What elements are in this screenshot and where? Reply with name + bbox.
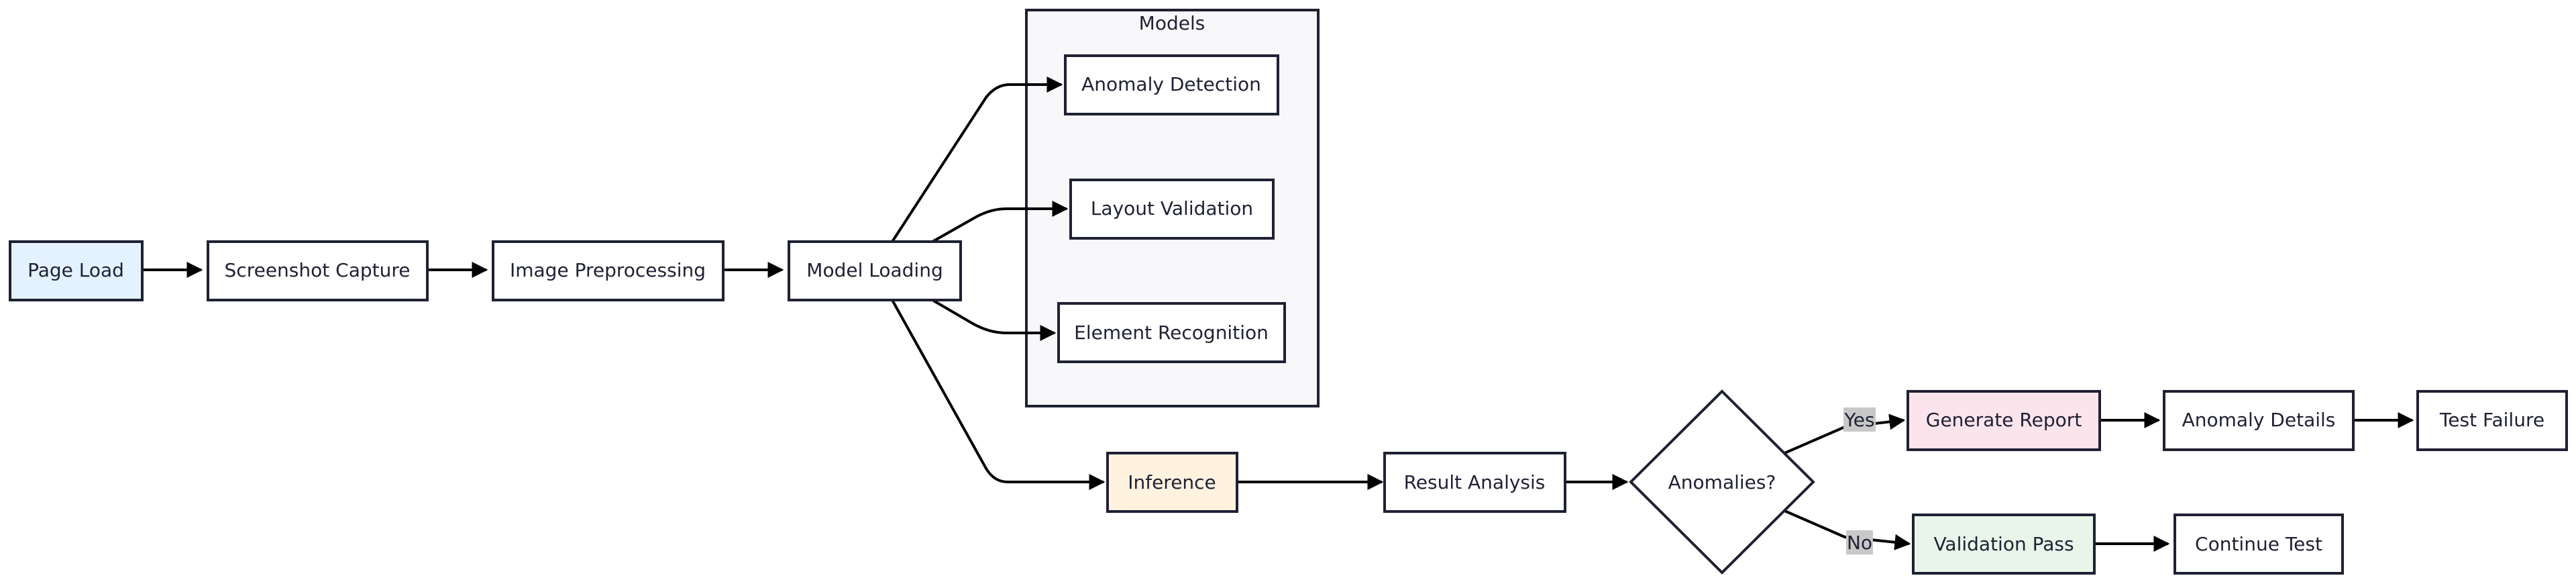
node-anomalies-decision-label: Anomalies? — [1668, 471, 1776, 493]
node-page-load[interactable]: Page Load — [9, 240, 144, 301]
edge-model-loading-to-layout-validation — [932, 201, 1069, 243]
node-validation-pass-label: Validation Pass — [1933, 533, 2074, 555]
node-anomaly-details[interactable]: Anomaly Details — [2163, 390, 2355, 451]
edge-label-no-text: No — [1847, 532, 1872, 554]
edges — [142, 77, 2414, 552]
edge-label-yes: Yes — [1843, 407, 1876, 432]
node-test-failure-label: Test Failure — [2439, 409, 2544, 431]
node-screenshot-capture[interactable]: Screenshot Capture — [207, 240, 429, 301]
node-generate-report-box — [1907, 390, 2101, 451]
node-anomalies-decision[interactable]: Anomalies? — [1629, 389, 1815, 575]
edge-label-no-bg — [1846, 530, 1873, 554]
node-anomalies-decision-diamond — [1629, 389, 1815, 575]
node-page-load-box — [9, 240, 144, 301]
node-layout-validation[interactable]: Layout Validation — [1069, 179, 1275, 240]
edge-decision-no — [1782, 509, 1911, 550]
node-model-loading[interactable]: Model Loading — [788, 240, 962, 301]
node-anomaly-details-label: Anomaly Details — [2182, 409, 2336, 431]
node-image-preprocessing-label: Image Preprocessing — [510, 259, 706, 281]
node-inference-box — [1106, 452, 1238, 513]
node-anomaly-detection-box — [1064, 54, 1279, 115]
node-continue-test-label: Continue Test — [2195, 533, 2322, 555]
node-model-loading-label: Model Loading — [806, 259, 943, 281]
node-result-analysis[interactable]: Result Analysis — [1383, 452, 1566, 513]
node-continue-test-box — [2174, 514, 2344, 575]
node-generate-report[interactable]: Generate Report — [1907, 390, 2101, 451]
node-test-failure-box — [2416, 390, 2568, 451]
edge-model-loading-to-anomaly-detection — [891, 77, 1063, 243]
node-image-preprocessing-box — [492, 240, 724, 301]
edge-label-yes-text: Yes — [1843, 409, 1874, 431]
node-inference-label: Inference — [1128, 471, 1216, 493]
node-anomaly-detection[interactable]: Anomaly Detection — [1064, 54, 1279, 115]
node-generate-report-label: Generate Report — [1926, 409, 2082, 431]
node-layout-validation-label: Layout Validation — [1091, 197, 1253, 220]
node-inference[interactable]: Inference — [1106, 452, 1238, 513]
node-image-preprocessing[interactable]: Image Preprocessing — [492, 240, 724, 301]
node-element-recognition-box — [1057, 302, 1286, 363]
node-anomaly-detection-label: Anomaly Detection — [1081, 73, 1261, 95]
edge-model-loading-to-element-recognition — [931, 299, 1057, 341]
edge-label-yes-bg — [1843, 407, 1876, 432]
node-validation-pass[interactable]: Validation Pass — [1912, 514, 2096, 575]
node-validation-pass-box — [1912, 514, 2096, 575]
node-screenshot-capture-label: Screenshot Capture — [225, 259, 411, 281]
node-screenshot-capture-box — [207, 240, 429, 301]
node-continue-test[interactable]: Continue Test — [2174, 514, 2344, 575]
node-element-recognition-label: Element Recognition — [1074, 322, 1269, 344]
node-result-analysis-label: Result Analysis — [1404, 471, 1546, 493]
node-layout-validation-box — [1069, 179, 1275, 240]
node-anomaly-details-box — [2163, 390, 2355, 451]
models-group-title: Models — [1139, 12, 1205, 34]
node-test-failure[interactable]: Test Failure — [2416, 390, 2568, 451]
node-model-loading-box — [788, 240, 962, 301]
edge-label-no: No — [1846, 530, 1873, 554]
node-result-analysis-box — [1383, 452, 1566, 513]
edge-model-loading-to-inference — [891, 299, 1106, 490]
node-element-recognition[interactable]: Element Recognition — [1057, 302, 1286, 363]
node-page-load-label: Page Load — [28, 259, 124, 281]
